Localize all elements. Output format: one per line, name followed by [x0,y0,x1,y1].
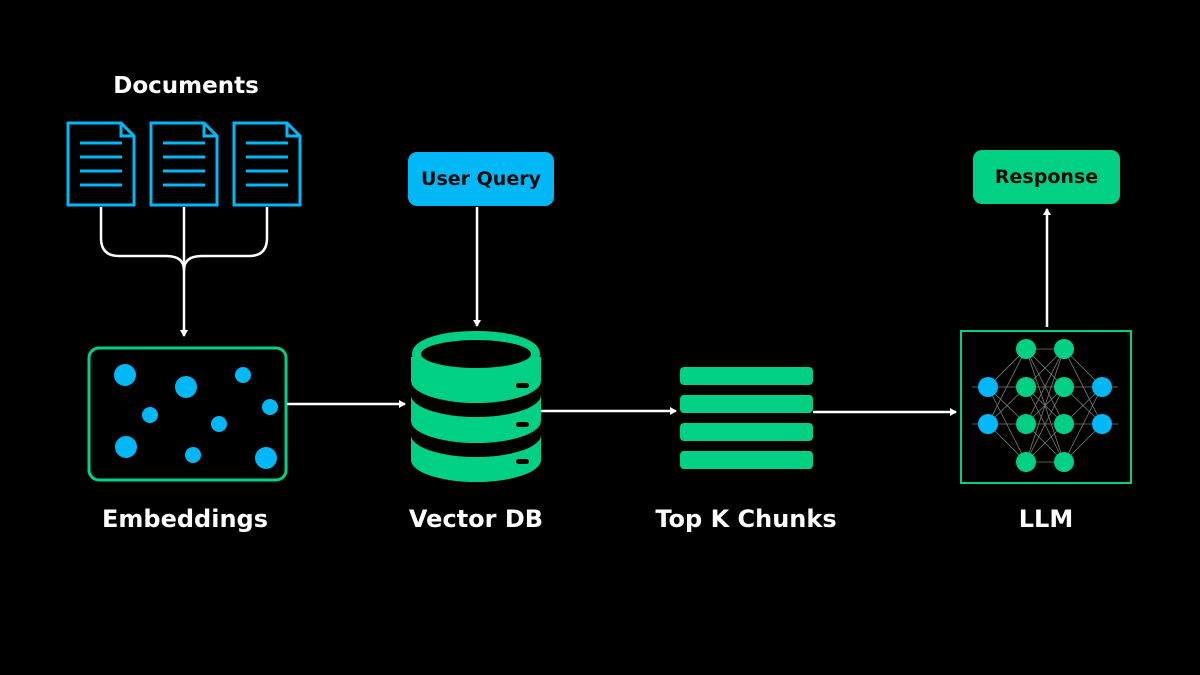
embedding-dot [262,399,278,415]
top-k-chunks-label: Top K Chunks [655,505,837,533]
embedding-dot [115,436,137,458]
embedding-dot [235,367,251,383]
neural-network-icon [972,339,1118,472]
nn-node [1054,414,1074,434]
nn-node [1092,414,1112,434]
nn-node [1054,339,1074,359]
chunks-stack-icon [680,367,813,469]
documents-label: Documents [113,73,259,99]
document-icon [149,121,219,207]
llm-label: LLM [1018,505,1074,533]
nn-node [1092,377,1112,397]
documents-merge-connector [99,207,269,337]
nn-node [1016,377,1036,397]
nn-edge [987,348,1027,425]
embeddings-label: Embeddings [102,505,268,533]
nn-edge [1025,348,1065,463]
chunk-bar [680,367,813,385]
embedding-dot [211,416,227,432]
embedding-dot [142,407,158,423]
chunk-bar [680,395,813,413]
nn-node [978,414,998,434]
chunk-bar [680,451,813,469]
nn-edge [1063,348,1103,425]
nn-node [978,377,998,397]
nn-node [1054,377,1074,397]
nn-node [1054,452,1074,472]
nn-edge [1025,348,1065,425]
embedding-dot [255,447,277,469]
nn-edge [1025,386,1065,463]
nn-node [1016,414,1036,434]
nn-node [1016,452,1036,472]
llm-box [960,330,1132,484]
embedding-dot [185,447,201,463]
nn-edge [987,386,1027,463]
embeddings-box [87,346,288,482]
embedding-dot [175,376,197,398]
database-icon [411,331,541,482]
vector-db-label: Vector DB [408,505,544,533]
embedding-dot [114,364,136,386]
response-box: Response [973,150,1120,204]
nn-edge [1063,386,1103,463]
user-query-box: User Query [408,152,554,206]
document-icon [66,121,136,207]
chunk-bar [680,423,813,441]
nn-node [1016,339,1036,359]
document-icon [232,121,302,207]
